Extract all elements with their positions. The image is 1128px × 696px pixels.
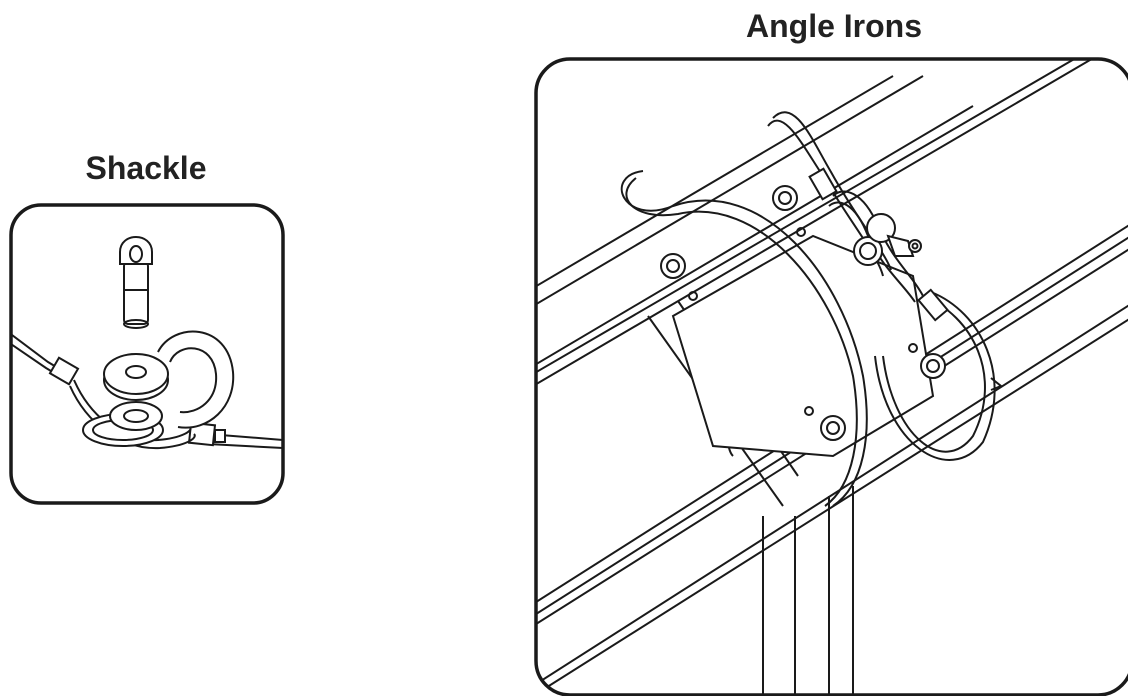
angle-irons-panel xyxy=(534,57,1128,696)
shackle-icon xyxy=(11,236,283,450)
angle-iron-assembly-icon xyxy=(536,59,1128,695)
shackle-title: Shackle xyxy=(85,150,207,186)
shackle-panel xyxy=(9,203,285,505)
angle-irons-title: Angle Irons xyxy=(745,8,922,44)
